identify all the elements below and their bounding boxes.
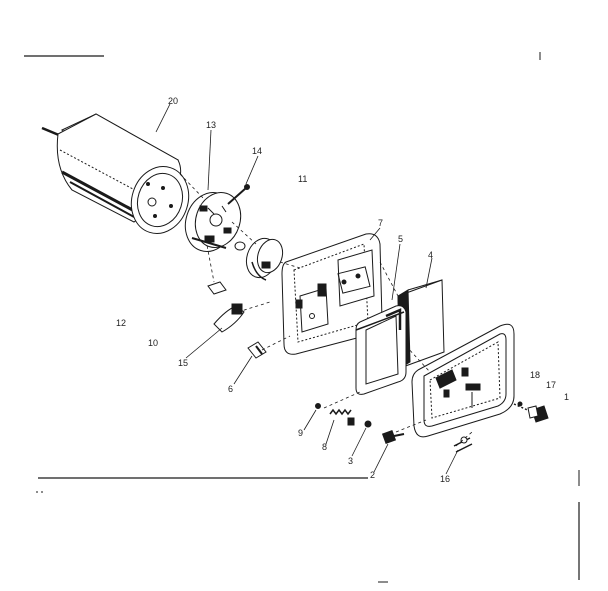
label-9: 9 <box>298 428 303 438</box>
fan-hub <box>245 237 284 281</box>
cover-plate-part-1 <box>411 323 515 438</box>
label-5: 5 <box>398 234 403 244</box>
label-13: 13 <box>206 120 216 130</box>
label-15: 15 <box>178 358 188 368</box>
label-6: 6 <box>228 384 233 394</box>
label-18: 18 <box>530 370 540 380</box>
label-2: 2 <box>370 470 375 480</box>
screw-part-14 <box>227 184 250 205</box>
gasket-part-5 <box>355 305 407 395</box>
brush-part-15 <box>213 303 245 333</box>
screw-part-9 <box>315 403 321 409</box>
label-7: 7 <box>378 218 383 228</box>
label-16: 16 <box>440 474 450 484</box>
label-12: 12 <box>116 318 126 328</box>
label-10: 10 <box>148 338 158 348</box>
label-3: 3 <box>348 456 353 466</box>
label-8: 8 <box>322 442 327 452</box>
label-20: 20 <box>168 96 178 106</box>
clip-part-16 <box>453 436 473 453</box>
washer-part-3 <box>364 420 372 428</box>
label-1: 1 <box>564 392 569 402</box>
clip-part-6 <box>247 341 267 359</box>
nut-part-2 <box>381 429 405 445</box>
washer <box>234 241 246 251</box>
brush-holder-part-13 <box>184 192 242 252</box>
label-14: 14 <box>252 146 262 156</box>
spring-part-8 <box>329 408 355 426</box>
part-labels: 20 13 14 11 7 5 4 12 10 15 6 9 8 3 2 16 … <box>116 96 569 484</box>
pad-11-piece <box>207 281 227 295</box>
callout-leaders <box>155 103 459 475</box>
label-17: 17 <box>546 380 556 390</box>
bolt-part-17 <box>513 401 549 423</box>
assembly-leaders <box>179 173 473 447</box>
label-4: 4 <box>428 250 433 260</box>
label-11: 11 <box>298 174 307 184</box>
motor-part-20 <box>41 113 190 234</box>
